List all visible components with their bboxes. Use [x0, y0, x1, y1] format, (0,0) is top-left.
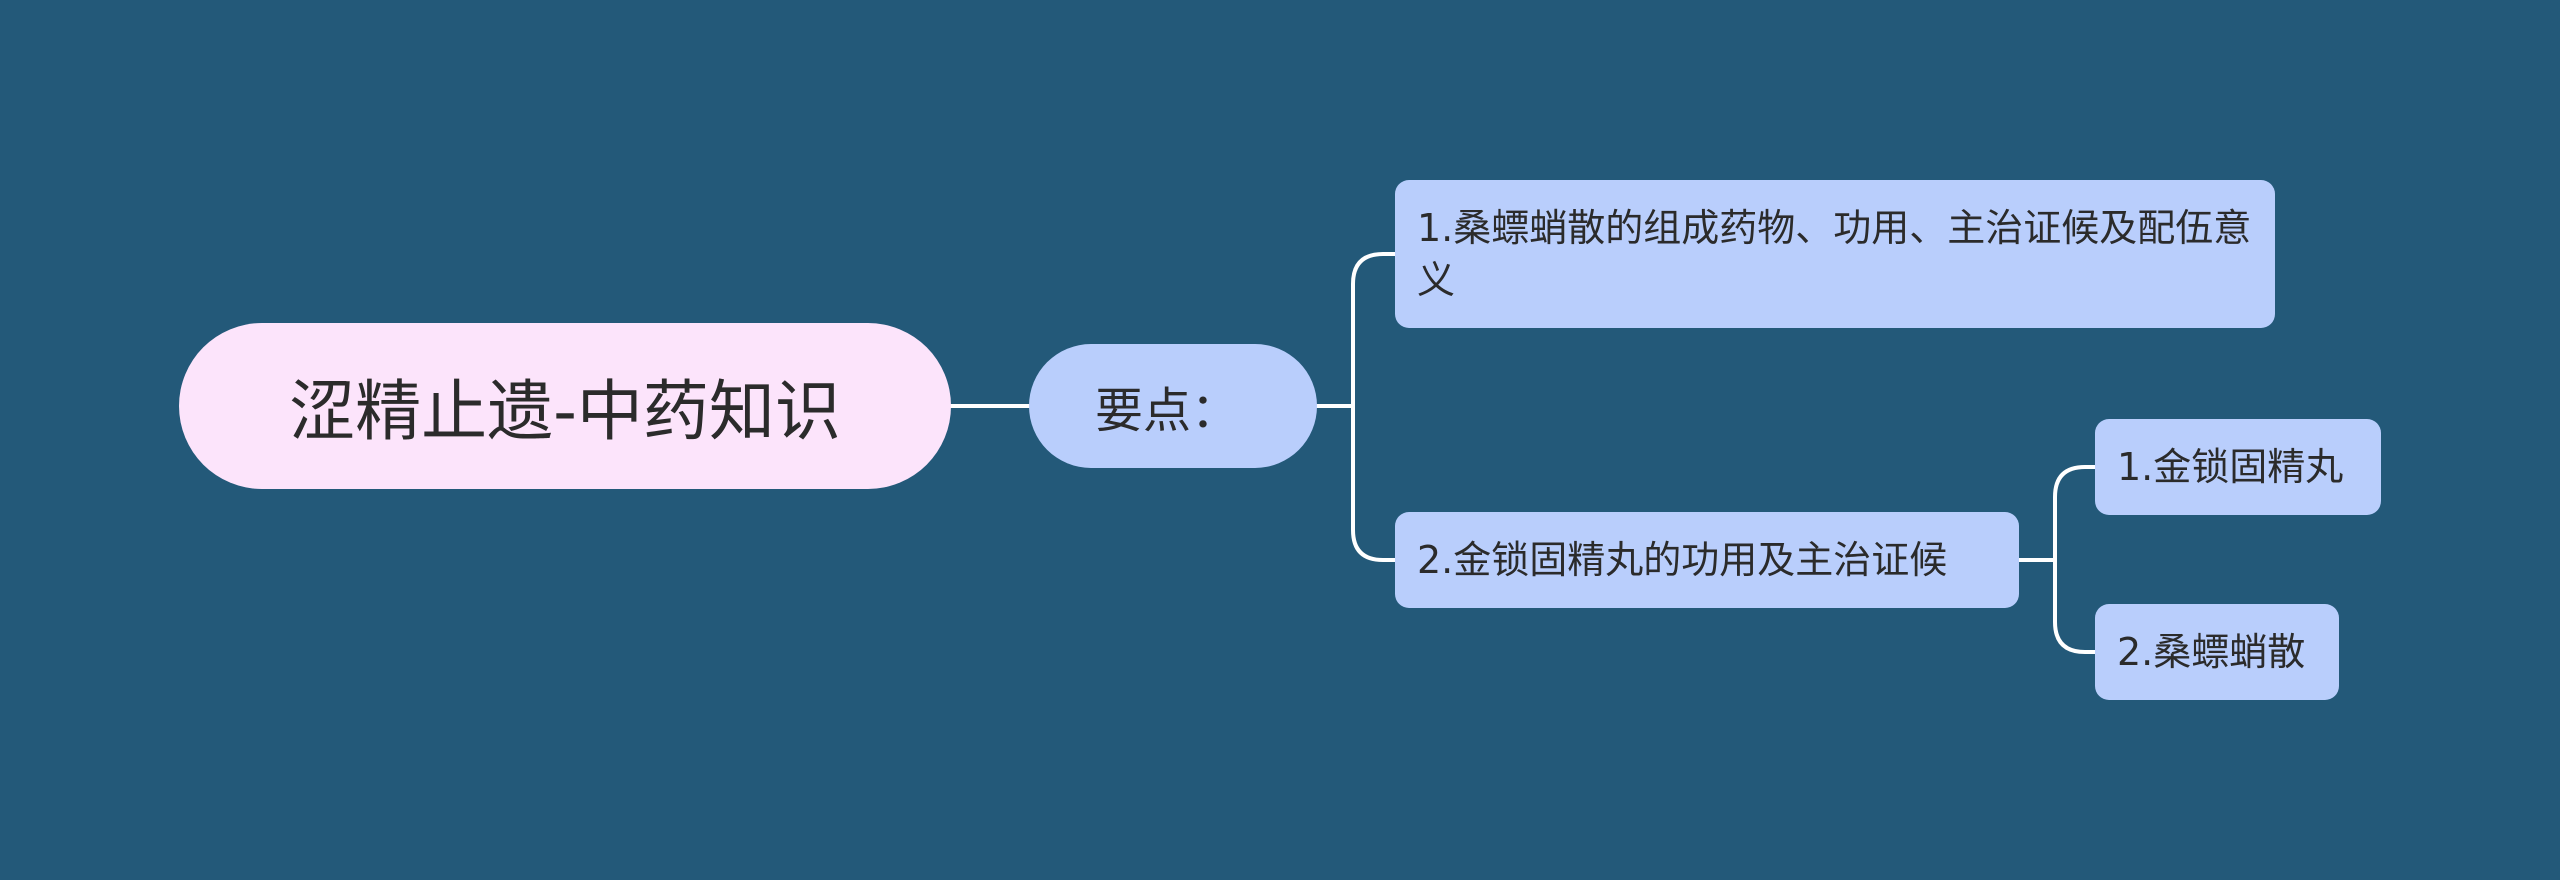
connector-sub-1 [2053, 465, 2097, 562]
branch-node-1-label: 1.桑螵蛸散的组成药物、功用、主治证候及配伍意义 [1417, 206, 2252, 302]
branch-node-1[interactable]: 1.桑螵蛸散的组成药物、功用、主治证候及配伍意义 [1395, 180, 2275, 328]
sub-node-1[interactable]: 1.金锁固精丸 [2095, 419, 2381, 515]
sub-node-2-label: 2.桑螵蛸散 [2117, 630, 2306, 674]
topic-node[interactable]: 要点： [1029, 344, 1317, 468]
branch-node-2-label: 2.金锁固精丸的功用及主治证候 [1417, 538, 1948, 582]
branch-node-2[interactable]: 2.金锁固精丸的功用及主治证候 [1395, 512, 2019, 608]
root-node-label: 涩精止遗-中药知识 [289, 373, 841, 450]
sub-node-1-label: 1.金锁固精丸 [2117, 445, 2344, 489]
root-node[interactable]: 涩精止遗-中药知识 [179, 323, 951, 489]
topic-node-label: 要点： [1095, 383, 1240, 439]
connector-sub-2 [2053, 558, 2097, 654]
connector-branch-2 [1351, 404, 1397, 562]
sub-node-2[interactable]: 2.桑螵蛸散 [2095, 604, 2339, 700]
connector-branch-1 [1351, 252, 1397, 408]
